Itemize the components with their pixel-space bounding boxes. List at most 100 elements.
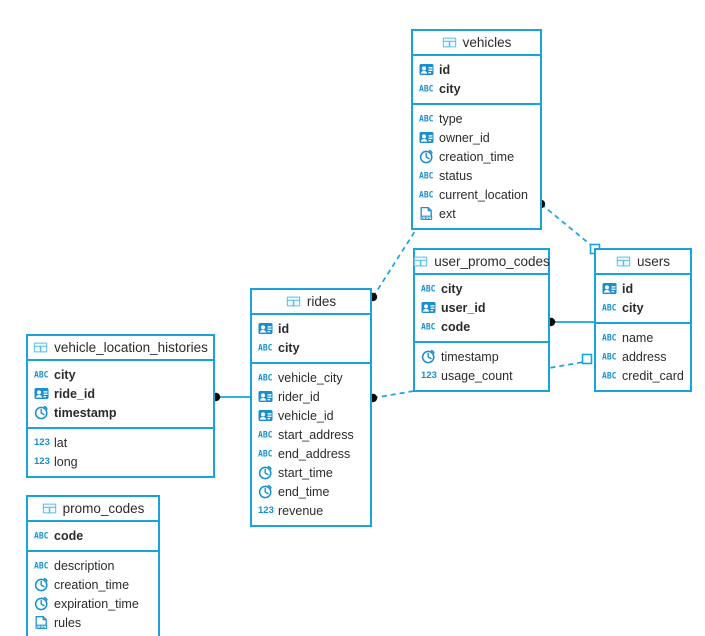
- key-field-row[interactable]: ABC code: [415, 317, 548, 336]
- table-header-user_promo_codes[interactable]: user_promo_codes: [414, 250, 550, 275]
- number-icon: 123: [34, 456, 50, 467]
- field-row[interactable]: expiration_time: [28, 594, 158, 613]
- field-row[interactable]: start_time: [252, 463, 370, 482]
- abc-icon: ABC: [602, 302, 617, 313]
- field-name: description: [54, 558, 115, 573]
- table-icon: [33, 340, 48, 355]
- json-icon: JSON: [419, 206, 434, 221]
- field-row[interactable]: ABC description: [28, 556, 158, 575]
- table-header-vehicles[interactable]: vehicles: [413, 31, 540, 56]
- field-name: city: [439, 81, 461, 96]
- key-field-row[interactable]: timestamp: [28, 403, 213, 422]
- id-icon: [34, 386, 49, 401]
- field-row[interactable]: creation_time: [28, 575, 158, 594]
- field-name: ext: [439, 206, 456, 221]
- abc-icon: ABC: [602, 332, 617, 343]
- abc-icon: ABC: [258, 372, 273, 383]
- field-row[interactable]: vehicle_id: [252, 406, 370, 425]
- relationship-line-rides-to-vehicles[interactable]: [372, 227, 418, 298]
- field-row[interactable]: rider_id: [252, 387, 370, 406]
- key-field-row[interactable]: ride_id: [28, 384, 213, 403]
- key-field-row[interactable]: id: [252, 319, 370, 338]
- field-row[interactable]: creation_time: [413, 147, 540, 166]
- table-title: vehicles: [462, 35, 512, 50]
- field-name: vehicle_city: [278, 370, 343, 385]
- field-name: end_address: [278, 446, 351, 461]
- number-icon: 123: [258, 505, 274, 516]
- field-name: id: [278, 321, 290, 336]
- id-icon: [258, 389, 273, 404]
- relationship-line-vehicles-to-users[interactable]: [540, 203, 593, 247]
- field-name: id: [439, 62, 451, 77]
- clock-icon: [258, 465, 273, 480]
- table-icon: [42, 501, 57, 516]
- table-title: users: [636, 254, 670, 269]
- field-name: city: [278, 340, 300, 355]
- field-row[interactable]: owner_id: [413, 128, 540, 147]
- table-header-rides[interactable]: rides: [252, 290, 370, 315]
- field-name: expiration_time: [54, 596, 139, 611]
- clock-icon: [258, 484, 273, 499]
- field-name: start_time: [278, 465, 333, 480]
- relationship-target-square-rides-to-users: [581, 353, 593, 365]
- field-row[interactable]: JSON ext: [413, 204, 540, 223]
- field-name: city: [441, 281, 463, 296]
- svg-text:JSON: JSON: [420, 216, 431, 220]
- key-field-row[interactable]: id: [413, 60, 540, 79]
- key-field-row[interactable]: id: [596, 279, 690, 298]
- id-icon: [258, 321, 273, 336]
- clock-icon: [34, 596, 49, 611]
- field-row[interactable]: end_time: [252, 482, 370, 501]
- abc-icon: ABC: [34, 560, 49, 571]
- table-header-users[interactable]: users: [596, 250, 690, 275]
- table-icon: [286, 294, 301, 309]
- id-icon: [419, 62, 434, 77]
- field-name: rider_id: [278, 389, 320, 404]
- field-row[interactable]: ABC vehicle_city: [252, 368, 370, 387]
- field-name: timestamp: [441, 349, 499, 364]
- abc-icon: ABC: [421, 321, 436, 332]
- table-header-promo_codes[interactable]: promo_codes: [28, 497, 158, 522]
- field-name: code: [54, 528, 84, 543]
- table-header-vehicle_location_histories[interactable]: vehicle_location_histories: [28, 336, 213, 361]
- field-name: vehicle_id: [278, 408, 334, 423]
- field-name: code: [441, 319, 471, 334]
- abc-icon: ABC: [258, 448, 273, 459]
- field-row[interactable]: ABC end_address: [252, 444, 370, 463]
- key-field-row[interactable]: user_id: [415, 298, 548, 317]
- table-title: rides: [306, 294, 337, 309]
- field-row[interactable]: timestamp: [415, 347, 548, 366]
- id-icon: [602, 281, 617, 296]
